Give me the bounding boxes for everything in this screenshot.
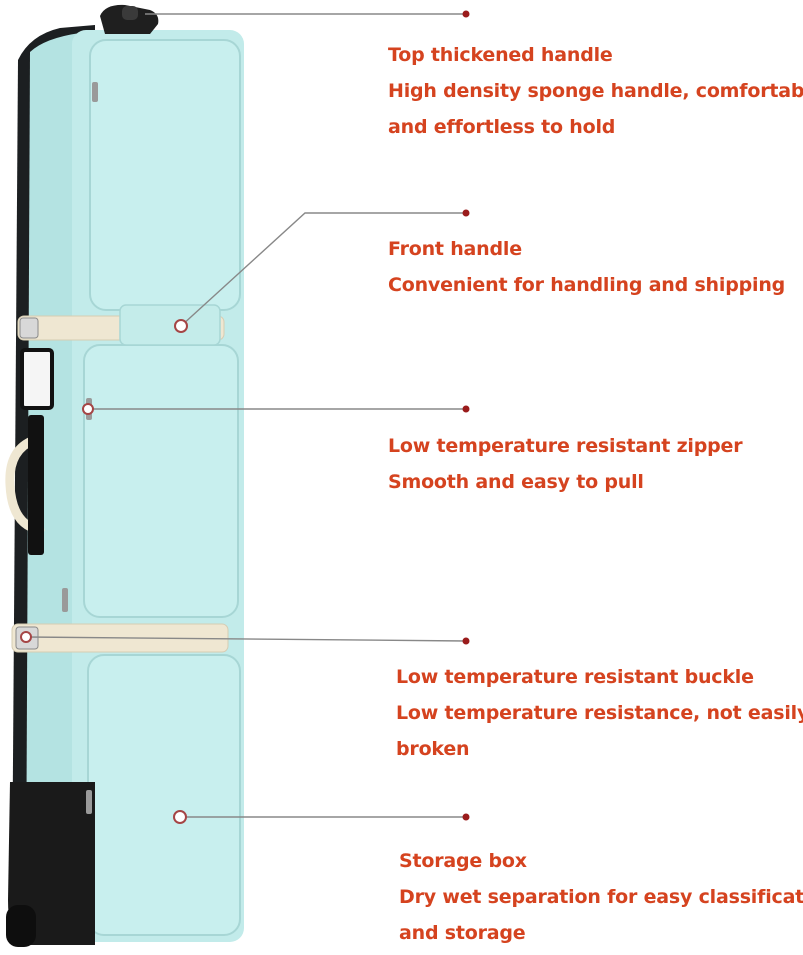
leader-line-buckle [25,636,467,642]
zipper-pull-1 [92,82,98,102]
annotation-markers [20,10,470,824]
leader-line-front-handle [180,212,466,327]
feature-description-line: and effortless to hold [388,116,616,138]
feature-description-line: Dry wet separation for easy classificati… [399,886,803,908]
marker-dot-3 [462,405,470,413]
feature-title: Low temperature resistant zipper [388,435,743,457]
upper-buckle [19,317,39,339]
annotation-leaders [25,13,467,818]
feature-title: Low temperature resistant buckle [396,666,754,688]
bottom-pocket [87,654,241,936]
marker-ring-front-handle [174,319,188,333]
side-trim-1 [28,415,44,555]
feature-buckle: Low temperature resistant buckle Low tem… [396,659,803,767]
bag-bottom-base [8,782,95,945]
feature-description-line: Low temperature resistance, not easily [396,702,803,724]
wheel [6,905,36,947]
feature-description-line: Smooth and easy to pull [388,471,644,493]
feature-zipper: Low temperature resistant zipper Smooth … [388,428,743,500]
feature-title: Storage box [399,850,527,872]
marker-dot-4 [462,637,470,645]
id-window [20,348,54,410]
feature-description-line: High density sponge handle, comfortable [388,80,803,102]
feature-front-handle: Front handle Convenient for handling and… [388,231,785,303]
marker-dot-5 [462,813,470,821]
feature-description-line: Convenient for handling and shipping [388,274,786,296]
feature-title: Top thickened handle [388,44,613,66]
feature-top-handle: Top thickened handle High density sponge… [388,37,803,145]
zipper-pull-3 [62,588,68,612]
side-handle [5,435,45,535]
feature-description-line: broken [396,738,470,760]
marker-dot-1 [462,10,470,18]
snowboard-bag [5,4,244,947]
marker-ring-storage-box [173,810,187,824]
marker-ring-zipper [82,403,94,415]
front-handle-loop [119,304,221,346]
top-handle-grip [122,6,138,20]
middle-pocket [83,344,239,618]
marker-ring-buckle [20,631,32,643]
feature-storage-box: Storage box Dry wet separation for easy … [399,843,803,951]
feature-description-line: and storage [399,922,526,944]
zipper-pull-4 [86,790,92,814]
feature-title: Front handle [388,238,522,260]
top-pocket [89,39,241,311]
marker-dot-2 [462,209,470,217]
